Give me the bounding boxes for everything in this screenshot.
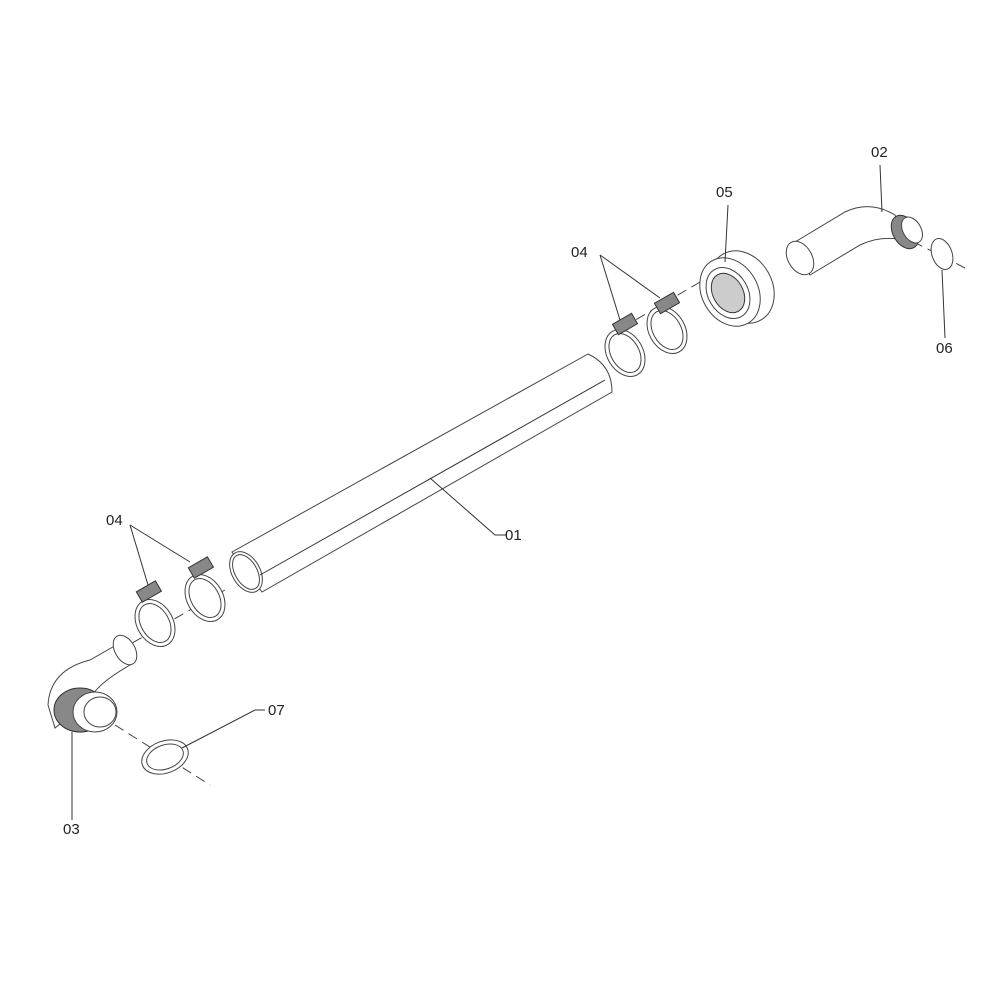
label-06-gasket: 06: [936, 340, 953, 357]
label-03-elbow: 03: [63, 821, 80, 838]
union-nut-part-05: [699, 250, 775, 327]
leader-lines: [71, 164, 946, 820]
label-04-clamps-top: 04: [571, 244, 588, 261]
gasket-part-06: [930, 238, 954, 270]
hose-clamps-bottom: [134, 556, 226, 647]
label-02-elbow: 02: [871, 144, 888, 161]
hose-clamps-top: [604, 291, 688, 377]
label-01-tube: 01: [505, 527, 522, 544]
elbow-part-03: [47, 634, 138, 733]
label-07-gasket: 07: [268, 702, 285, 719]
elbow-part-02: [785, 206, 923, 276]
label-04-clamps-bottom: 04: [106, 512, 123, 529]
tube-part-01: [229, 353, 613, 593]
gasket-part-07: [141, 739, 189, 775]
label-05-nut: 05: [716, 184, 733, 201]
